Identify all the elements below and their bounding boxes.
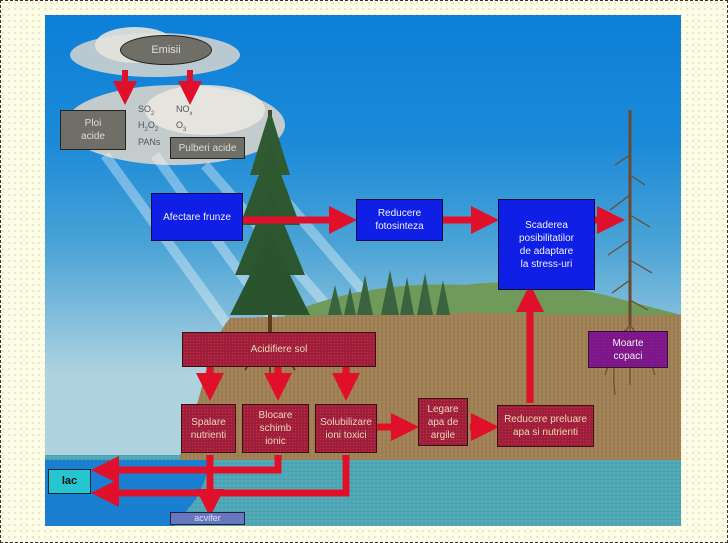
chem-o3-base: O [176,120,184,130]
spalare-nutrienti-box: Spalare nutrienti [181,404,236,453]
chem-nox: NOx [176,104,193,117]
chem-nox-sub: x [189,110,193,117]
blocare-schimb-ionic-box: Blocare schimb ionic [242,404,309,453]
live-spruce-tree [230,110,310,375]
arrows [91,70,625,517]
moarte-copaci-box: Moarte copaci [588,331,668,368]
acvifer-box: acvifer [170,512,245,525]
distant-trees [328,270,450,315]
chem-so2-sub: 2 [151,110,155,117]
scaderea-posibilitatilor-box: Scaderea posibilitatilor de adaptare la … [498,199,595,290]
arrow-blocare-to-lac [91,455,282,484]
chem-so2: SO2 [138,104,154,117]
legare-apa-de-argile-box: Legare apa de argile [418,398,468,446]
reducere-preluare-box: Reducere preluare apa si nutrienti [497,405,594,447]
chem-h2o2-h: H [138,120,145,130]
lac-box: lac [48,469,91,494]
diagram-scene: Emisii SO2 NOx H2O2 O3 PANs Ploi acide P… [45,15,681,526]
chem-pans: PANs [138,137,161,147]
chem-h2o2: H2O2 [138,120,158,133]
solubilizare-ioni-toxici-box: Solubilizare ioni toxici [315,404,377,453]
afectare-frunze-box: Afectare frunze [151,193,243,241]
chem-so2-base: SO [138,104,152,114]
scene-illustration [45,27,681,526]
ploi-acide-box: Ploi acide [60,110,126,150]
arrow-solubilizare-to-lac [91,455,350,507]
acidifiere-sol-box: Acidifiere sol [182,332,376,367]
chem-o3: O3 [176,120,186,133]
chem-h2o2-sub2: 2 [154,126,159,133]
chem-h2o2-sub1: 2 [144,126,148,133]
chem-o3-sub: 3 [183,126,187,133]
pulberi-acide-box: Pulberi acide [170,137,245,159]
chem-nox-base: NO [176,104,190,114]
chem-h2o2-o: O [147,120,155,130]
reducere-fotosinteza-box: Reducere fotosinteza [356,199,443,241]
emisii-ellipse: Emisii [120,35,212,65]
